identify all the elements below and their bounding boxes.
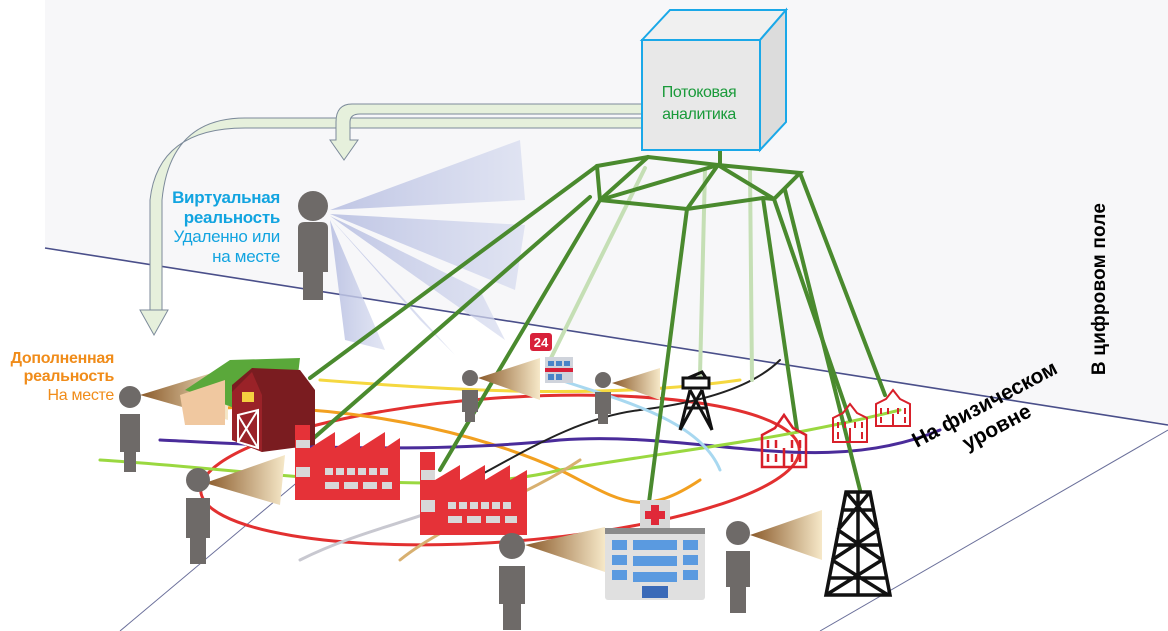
floor-left-edge [119, 479, 301, 631]
analytics-line-1: Потоковая [661, 84, 737, 101]
augmented-reality-label: Дополненная реальность На месте [0, 350, 115, 405]
watchtower-icon [678, 370, 714, 431]
mansion-icon-1 [760, 412, 808, 469]
mansion-icon-2 [832, 402, 868, 443]
oil-rig-icon [823, 490, 893, 597]
vr-sub-2: на месте [212, 246, 280, 266]
vr-person-icon [298, 191, 328, 300]
person-icon-3 [462, 370, 478, 422]
mansion-icon-3 [875, 388, 911, 427]
wall-floor-edge [44, 247, 1168, 426]
badge-24: 24 [534, 335, 549, 350]
digital-wall [45, 0, 1168, 425]
person-icon-5 [499, 533, 525, 630]
factory-icon-2 [420, 452, 527, 535]
factory-icon-1 [295, 425, 400, 500]
feedback-arrows [139, 103, 643, 337]
ar-sub-1: На месте [47, 386, 115, 404]
small-return-arrow [329, 103, 643, 161]
digital-plane-label: В цифровом поле [1089, 202, 1110, 376]
big-return-arrow [139, 117, 643, 337]
person-icon-4 [595, 372, 611, 424]
floor-right-edge [819, 429, 1168, 631]
ar-title-1: Дополненная [10, 350, 115, 367]
barn-icon [180, 358, 315, 452]
store-24-icon: 24 [530, 333, 573, 383]
person-icon-ar [119, 386, 141, 472]
metro-line-lightblue [558, 378, 722, 472]
analytics-box-label: Потоковая аналитика [644, 82, 754, 125]
virtual-reality-label: Виртуальная реальность Удаленно или на м… [160, 188, 280, 266]
hospital-icon [605, 500, 705, 600]
ar-title-2: реальность [23, 368, 115, 386]
person-icon-2 [186, 468, 210, 564]
person-icon-6 [726, 521, 750, 613]
vr-title-2: реальность [183, 207, 281, 227]
vr-title-1: Виртуальная [172, 188, 280, 207]
analytics-line-2: аналитика [662, 105, 736, 123]
analytics-network [298, 148, 887, 512]
vr-sub-1: Удаленно или [173, 227, 281, 247]
analytics-cube [639, 7, 789, 153]
